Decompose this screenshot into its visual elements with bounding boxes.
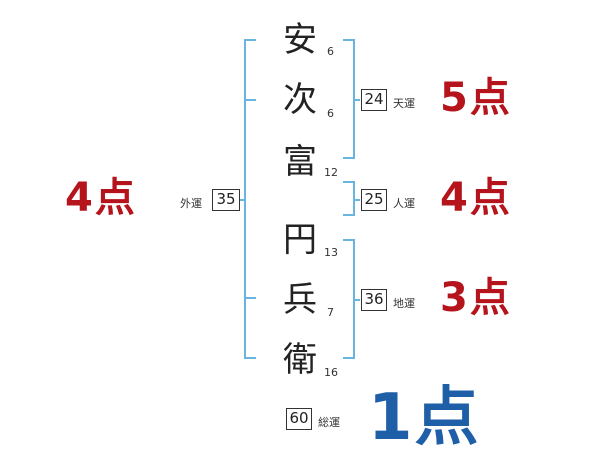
gaikaku-value-box: 35: [212, 189, 240, 211]
tenkaku-bracket: [343, 39, 355, 159]
soukaku-label: 総運: [318, 416, 340, 429]
soukaku-score: 1点: [368, 381, 481, 455]
stroke-count-4: 13: [324, 246, 338, 259]
name-char-2: 次: [283, 80, 317, 120]
name-char-6: 衛: [283, 340, 317, 380]
stroke-count-3: 12: [324, 166, 338, 179]
bracket-group: [240, 39, 360, 359]
jinkaku-value-box: 25: [361, 189, 387, 211]
stroke-count-2: 6: [327, 107, 334, 120]
tenkaku-value-box: 24: [361, 89, 387, 111]
chikaku-label: 地運: [393, 297, 415, 310]
gaikaku-label: 外運: [180, 197, 202, 210]
gaikaku-score: 4点: [65, 175, 137, 221]
name-char-1: 安: [283, 20, 317, 60]
jinkaku-bracket: [343, 181, 355, 216]
stroke-count-5: 7: [327, 306, 334, 319]
jinkaku-score: 4点: [440, 175, 512, 221]
name-char-3: 富: [283, 142, 317, 182]
chikaku-score: 3点: [440, 275, 512, 321]
stroke-count-6: 16: [324, 366, 338, 379]
chikaku-bracket: [343, 239, 355, 359]
stroke-count-1: 6: [327, 45, 334, 58]
chikaku-value-box: 36: [361, 289, 387, 311]
jinkaku-label: 人運: [393, 197, 415, 210]
tenkaku-label: 天運: [393, 97, 415, 110]
name-char-4: 円: [283, 220, 317, 260]
gaikaku-bracket: [244, 39, 256, 359]
soukaku-value-box: 60: [286, 408, 312, 430]
name-char-5: 兵: [283, 280, 317, 320]
tenkaku-score: 5点: [440, 75, 512, 121]
